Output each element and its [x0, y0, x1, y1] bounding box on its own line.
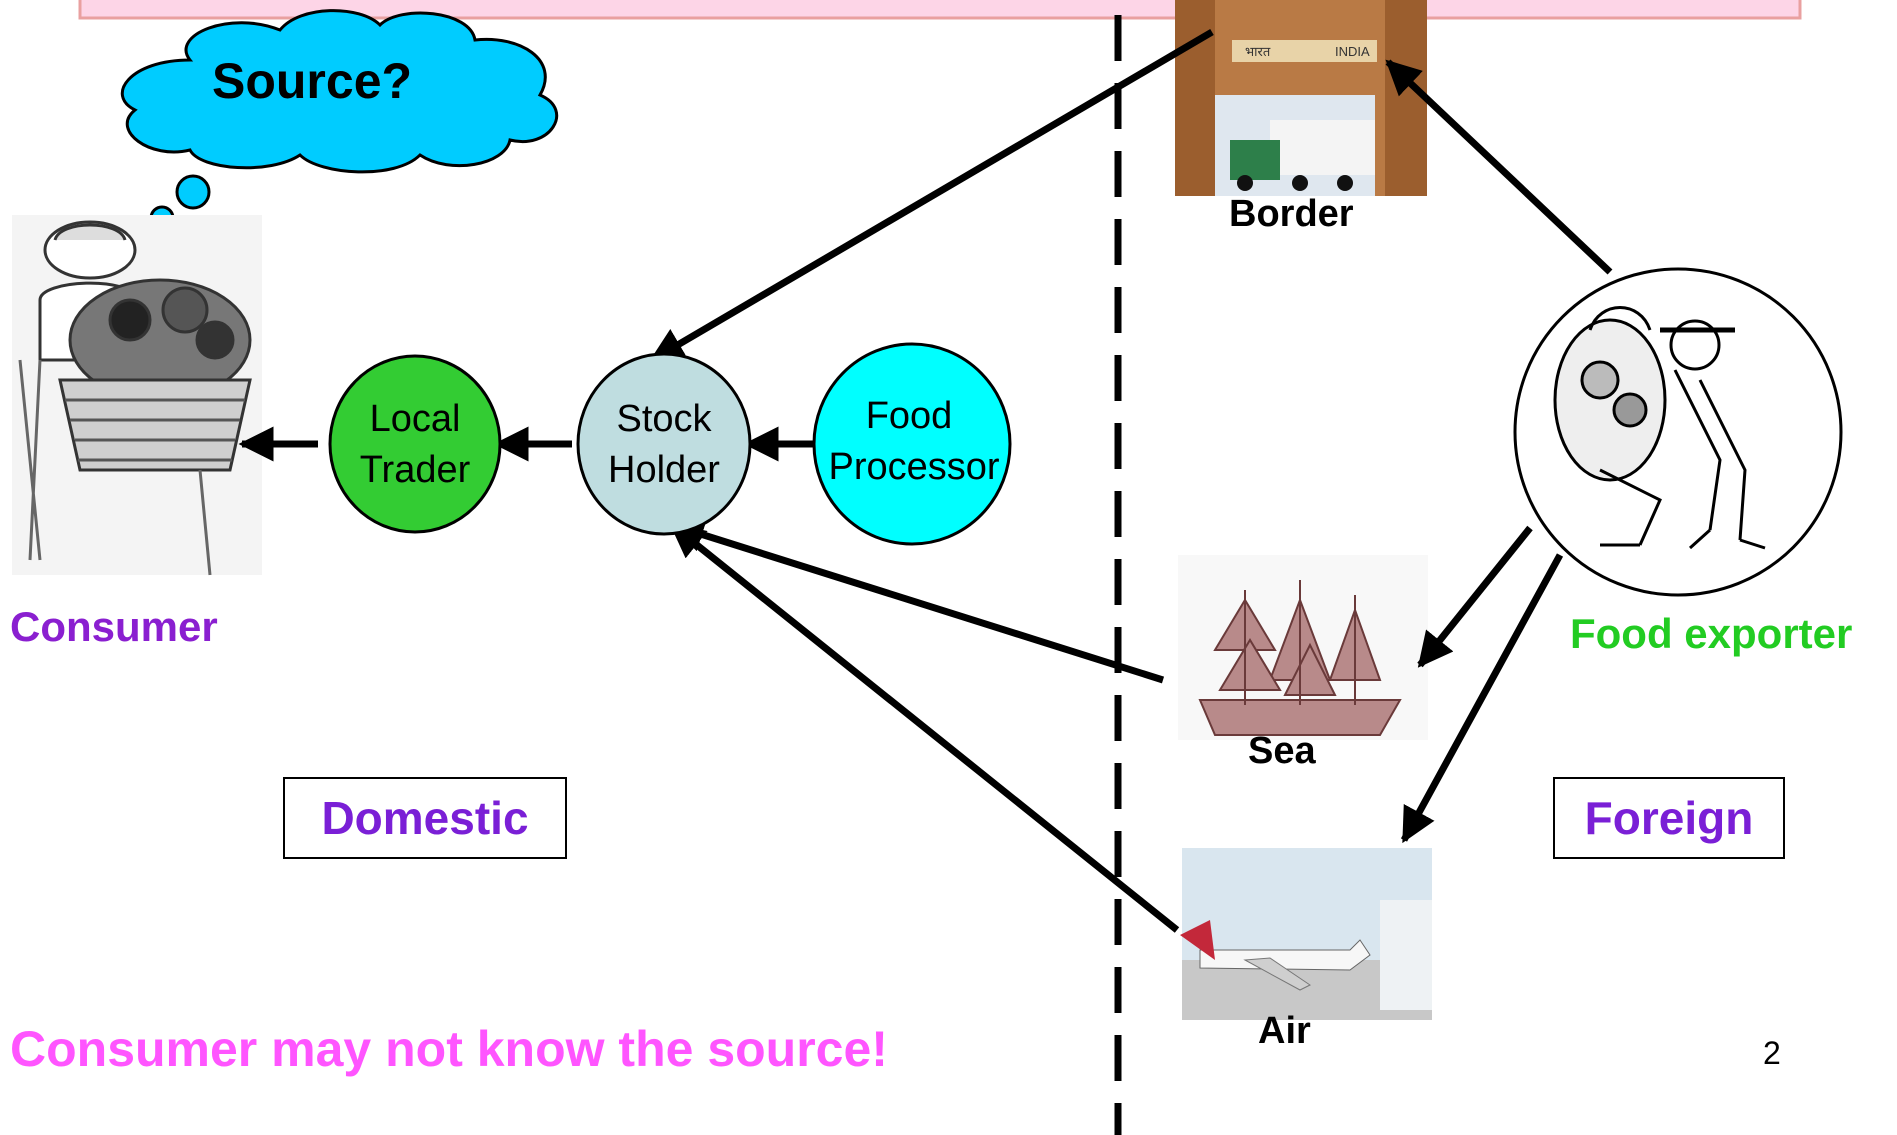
footer-message: Consumer may not know the source! [10, 1021, 888, 1077]
arrow-exporter-to-border [1385, 59, 1613, 275]
svg-text:भारत: भारत [1245, 44, 1271, 59]
svg-text:Food: Food [866, 395, 953, 437]
stock-holder-node: Stock Holder [576, 352, 752, 536]
page-number: 2 [1763, 1035, 1781, 1071]
local-trader-node: Local Trader [328, 354, 502, 534]
svg-text:Local: Local [370, 398, 461, 440]
domestic-region-box: Domestic [283, 777, 567, 859]
svg-text:Stock: Stock [616, 398, 712, 440]
svg-text:INDIA: INDIA [1335, 44, 1370, 59]
air-label: Air [1258, 1010, 1311, 1052]
svg-text:Holder: Holder [608, 449, 720, 491]
food-exporter-illustration [1513, 267, 1843, 597]
svg-text:Processor: Processor [828, 446, 999, 488]
thought-bubble [121, 9, 559, 242]
consumer-illustration [12, 215, 262, 576]
border-label: Border [1229, 193, 1354, 235]
svg-text:Trader: Trader [360, 449, 471, 491]
arrow-air-to-stockholder [669, 522, 1180, 933]
arrow-sea-to-stockholder [668, 517, 1165, 684]
consumer-label: Consumer [10, 603, 218, 650]
air-plane-photo [1180, 848, 1432, 1020]
foreign-region-box: Foreign [1553, 777, 1785, 859]
border-photo: भारत INDIA [1175, 0, 1427, 196]
arrow-exporter-to-sea [1417, 525, 1533, 668]
arrow-border-to-stockholder [648, 28, 1214, 364]
food-processor-node: Food Processor [812, 342, 1012, 546]
flow-arrows [238, 28, 1613, 933]
arrow-exporter-to-air [1400, 553, 1564, 844]
sea-label: Sea [1248, 730, 1316, 772]
thought-bubble-text: Source? [212, 53, 413, 109]
food-exporter-label: Food exporter [1570, 610, 1853, 657]
sea-ship-illustration [1178, 555, 1428, 740]
